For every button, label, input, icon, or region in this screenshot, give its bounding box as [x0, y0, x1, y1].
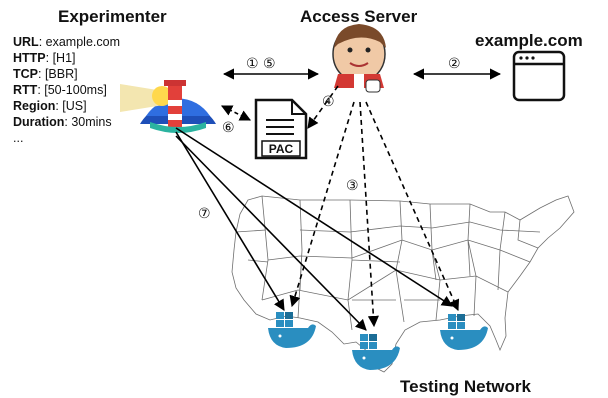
config-url: URL: example.com — [13, 35, 120, 49]
step-label-6: ⑥ — [222, 120, 235, 136]
config-rtt: RTT: [50-100ms] — [13, 83, 107, 97]
config-http: HTTP: [H1] — [13, 51, 76, 65]
step-label-7: ⑦ — [198, 206, 211, 222]
config-tcp: TCP: [BBR] — [13, 67, 78, 81]
arrow-experimenter-docker-3 — [175, 127, 453, 307]
arrow-server-docker-3 — [365, 101, 460, 312]
arrow-experimenter-docker-2 — [175, 135, 367, 331]
step-label-2: ② — [448, 56, 461, 72]
state-borders — [235, 195, 541, 331]
testing-network-title: Testing Network — [400, 377, 532, 396]
connections — [175, 68, 502, 331]
config-region: Region: [US] — [13, 99, 87, 113]
browser-window-icon — [512, 50, 566, 102]
lighthouse-icon — [120, 80, 216, 133]
pac-label: PAC — [269, 142, 294, 156]
docker-whale-icon — [352, 334, 400, 370]
access-server-title: Access Server — [300, 7, 418, 26]
config-ellipsis: ... — [13, 131, 23, 145]
docker-whale-icon — [268, 312, 316, 348]
origin-title: example.com — [475, 31, 583, 50]
step-label-1-5: ① ⑤ — [246, 56, 276, 72]
docker-whale-icon — [440, 314, 488, 350]
step-label-3: ③ — [346, 178, 359, 194]
experimenter-title: Experimenter — [58, 7, 167, 26]
jenkins-butler-icon — [332, 24, 386, 93]
arrow-experimenter-docker-1 — [175, 131, 285, 311]
us-outline — [231, 195, 575, 373]
arrow-experimenter-pac — [220, 105, 252, 121]
pac-file-icon: PAC — [254, 98, 308, 160]
step-label-4: ④ — [322, 94, 335, 110]
arrow-server-docker-2 — [359, 101, 379, 328]
config-duration: Duration: 30mins — [13, 115, 112, 129]
config-list: URL: example.com HTTP: [H1] TCP: [BBR] R… — [13, 35, 120, 145]
